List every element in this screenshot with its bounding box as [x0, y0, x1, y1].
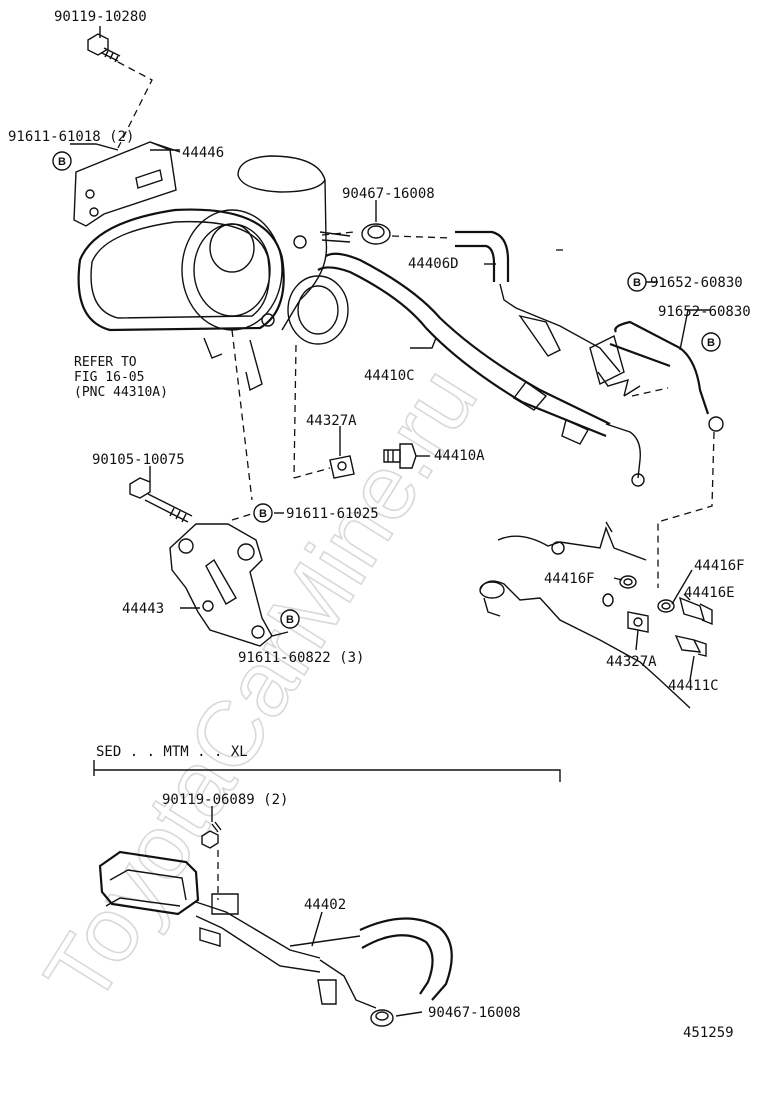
section-label: SED . . MTM . . XL	[96, 744, 248, 760]
part-label: 44327A	[306, 413, 357, 429]
hose-clip-lower-icon	[370, 1009, 394, 1027]
part-label: 44416F	[694, 558, 745, 574]
part-label: 91652-60830	[650, 275, 743, 291]
part-labels: 90119-10280 91611-61018 (2) 44446 90467-…	[8, 9, 751, 1021]
refer-note: REFER TO FIG 16-05 (PNC 44310A)	[74, 355, 168, 400]
refer-note-line: REFER TO	[74, 355, 137, 370]
steering-gear-housing-icon	[479, 521, 691, 709]
badge-letter: B	[633, 277, 641, 289]
part-label: 44411C	[668, 678, 719, 694]
small-bolt-icon	[201, 821, 222, 849]
union-bolt-44411c-icon	[674, 635, 707, 657]
badge-letter: B	[707, 337, 715, 349]
union-bolt-44416e-icon	[678, 596, 713, 626]
badge-b-91611-61018: B	[52, 151, 72, 171]
badge-b-91611-60822: B	[280, 609, 300, 629]
pump-bracket-44443-icon	[169, 523, 273, 647]
part-label: 91611-61018 (2)	[8, 129, 134, 145]
badge-letter: B	[58, 156, 66, 168]
gasket-44416f-icon	[619, 575, 637, 589]
part-label: 44443	[122, 601, 164, 617]
part-label: 90119-06089 (2)	[162, 792, 288, 808]
part-label: 90467-16008	[428, 1005, 521, 1021]
lower-assembly-drawing	[93, 760, 561, 1027]
part-label: 44410C	[364, 368, 415, 384]
long-bolt-icon	[129, 477, 193, 523]
bolt-icon	[87, 33, 121, 63]
pressure-hose-44410c-icon	[317, 252, 645, 487]
power-steering-pump-icon	[181, 155, 351, 392]
part-label: 44327A	[606, 654, 657, 670]
badge-letter: B	[259, 508, 267, 520]
part-label: 90467-16008	[342, 186, 435, 202]
oil-cooler-tube-44402-icon	[98, 850, 453, 1009]
refer-note-line: (PNC 44310A)	[74, 385, 168, 400]
badge-letter: B	[286, 614, 294, 626]
badge-b-91652-60830-lower: B	[701, 332, 721, 352]
refer-note-line: FIG 16-05	[74, 370, 144, 385]
part-label: 44416E	[684, 585, 735, 601]
part-label: 90105-10075	[92, 452, 185, 468]
part-label: 44406D	[408, 256, 459, 272]
badge-b-91652-60830: B	[627, 272, 647, 292]
part-label: 90119-10280	[54, 9, 147, 25]
clamp-44327a-lower-icon	[602, 593, 649, 633]
part-label: 44402	[304, 897, 346, 913]
part-label: 91611-61025	[286, 506, 379, 522]
union-bolt-44410a-icon	[383, 443, 417, 469]
leader-lines	[70, 26, 710, 1017]
part-label: 44410A	[434, 448, 485, 464]
gasket-44416f-right-icon	[657, 599, 675, 613]
part-label: 91611-60822 (3)	[238, 650, 364, 666]
badge-b-91611-61025: B	[253, 503, 273, 523]
part-label: 44446	[182, 145, 224, 161]
drive-belt-icon	[77, 208, 285, 332]
clamp-44327a-upper-icon	[329, 455, 355, 479]
upper-assembly-drawing	[73, 33, 724, 709]
hose-clip-90467-icon	[361, 223, 391, 245]
diagram-id: 451259	[683, 1025, 734, 1041]
bracket-44446-icon	[73, 141, 181, 227]
part-label: 44416F	[544, 571, 595, 587]
part-label: 91652-60830	[658, 304, 751, 320]
